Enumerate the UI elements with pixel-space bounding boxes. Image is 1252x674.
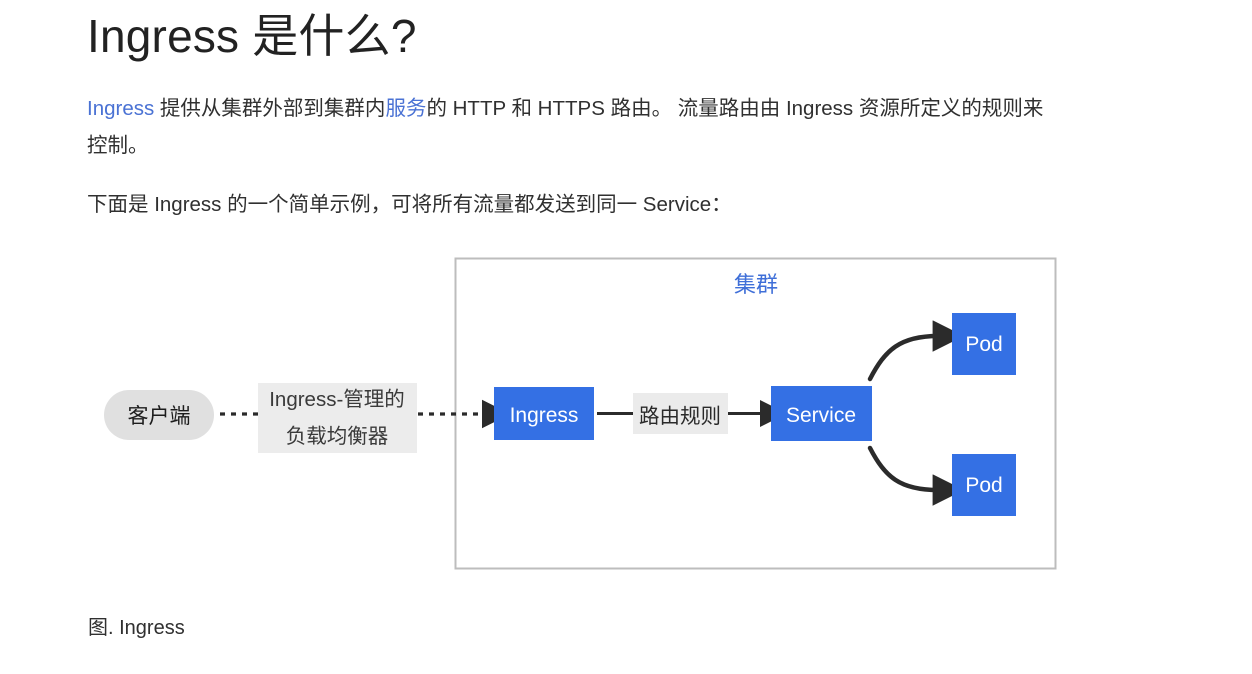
- service-to-pod-bottom-edge: [867, 445, 965, 506]
- ingress-node: [494, 387, 594, 440]
- cluster-label: 集群: [734, 272, 778, 297]
- example-text: 下面是 Ingress 的一个简单示例，可将所有流量都发送到同一 Service…: [87, 193, 732, 216]
- route-rules-label-bg: [633, 393, 728, 434]
- route-rules-label: 路由规则: [639, 405, 721, 428]
- intro-text-part-2: 的 HTTP 和 HTTPS 路由。 流量路由由 Ingress 资源所定义的规…: [87, 97, 1044, 157]
- pod-bottom-node-label: Pod: [965, 474, 1002, 497]
- ingress-node-label: Ingress: [510, 404, 579, 427]
- pod-top-node-label: Pod: [965, 333, 1002, 356]
- example-paragraph: 下面是 Ingress 的一个简单示例，可将所有流量都发送到同一 Service…: [87, 186, 1062, 223]
- figure-caption: 图. Ingress: [88, 617, 185, 639]
- service-to-pod-top-edge: [867, 320, 965, 382]
- page-title: Ingress 是什么?: [87, 10, 417, 62]
- service-node-label: Service: [786, 404, 856, 427]
- service-node: [771, 386, 872, 441]
- intro-paragraph: Ingress 提供从集群外部到集群内服务的 HTTP 和 HTTPS 路由。 …: [87, 90, 1062, 164]
- service-link[interactable]: 服务: [385, 97, 427, 120]
- client-node: [104, 390, 214, 440]
- ingress-link[interactable]: Ingress: [87, 97, 155, 120]
- cluster-box: [454, 257, 1057, 570]
- pod-bottom-node: [952, 454, 1016, 516]
- client-node-label: 客户端: [128, 405, 191, 428]
- intro-text-part-1: 提供从集群外部到集群内: [154, 97, 386, 120]
- pod-top-node: [952, 313, 1016, 375]
- loadbalancer-label-line-2: 负载均衡器: [286, 425, 389, 448]
- loadbalancer-label-line-1: Ingress-管理的: [269, 388, 405, 411]
- loadbalancer-label-bg: [258, 383, 417, 453]
